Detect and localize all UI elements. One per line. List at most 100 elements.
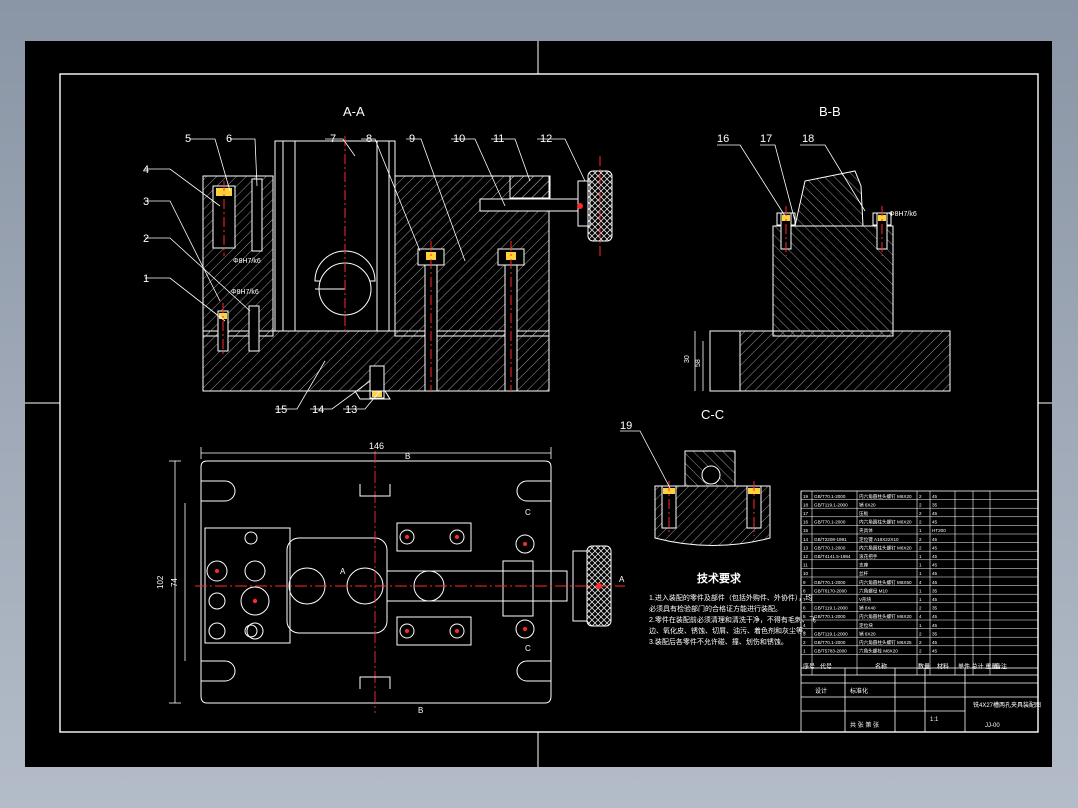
assembly-drawing: A-A	[25, 41, 1052, 767]
tech-req-line-2: 必须具有检验部门的合格证方能进行装配。	[649, 604, 782, 613]
section-cc-view: C-C 19	[620, 407, 771, 546]
parts-cell-no: 4	[803, 623, 806, 628]
parts-cell-no: 16	[803, 520, 809, 525]
parts-cell-qty: 4	[919, 580, 922, 585]
mark-b-top: B	[405, 452, 410, 461]
parts-cell-qty: 2	[919, 631, 922, 636]
parts-cell-qty: 2	[919, 494, 922, 499]
parts-cell-name: 销 6X20	[859, 630, 876, 637]
section-bb-title: B-B	[819, 104, 841, 119]
balloon-3: 3	[143, 196, 149, 208]
dim-top-width: 146	[369, 441, 384, 451]
parts-header-cell: 名称	[875, 662, 887, 670]
parts-header-cell: 材料	[937, 662, 949, 670]
fit-note-1: Φ8H7/k6	[233, 258, 261, 265]
fit-note-3: Φ8H7/k6	[889, 211, 917, 218]
parts-cell-name: 内六角圆柱头螺钉 M6X20	[859, 519, 912, 526]
parts-cell-no: 18	[803, 502, 809, 507]
parts-cell-no: 2	[803, 640, 806, 645]
balloon-4: 4	[143, 164, 149, 176]
parts-cell-mat: 45	[932, 649, 938, 654]
parts-cell-mat: 45	[932, 554, 938, 559]
parts-cell-qty: 2	[919, 537, 922, 542]
balloon-10: 10	[453, 133, 465, 145]
tech-req-line-4: 边、氧化皮、锈蚀、切屑、油污、着色剂和灰尘等。	[649, 626, 810, 635]
parts-cell-mat: 35	[932, 631, 938, 636]
parts-cell-mat: 45	[932, 494, 938, 499]
parts-cell-qty: 2	[919, 511, 922, 516]
parts-cell-name: 内六角圆柱头螺钉 M6X20	[859, 544, 912, 551]
balloon-15: 15	[275, 404, 287, 416]
tb-drawing-name: 铣4X27槽两孔夹具装配图	[973, 701, 1041, 709]
tech-req-line-5: 3.装配后各零件不允许碰、撞、划伤和锈蚀。	[649, 637, 788, 646]
tb-scale: 1:1	[930, 717, 939, 723]
parts-cell-qty: 1	[919, 597, 922, 602]
tb-design: 设计	[815, 687, 827, 695]
drawing-frame	[25, 41, 1052, 767]
parts-cell-name: 六角螺母 M10	[859, 587, 888, 594]
parts-header-cell: 代号	[820, 662, 832, 670]
parts-cell-name: 销 8X40	[859, 605, 876, 612]
balloon-9: 9	[409, 133, 415, 145]
dim-bb-58: 58	[695, 359, 702, 367]
parts-cell-mat: 45	[932, 511, 938, 516]
parts-cell-std: GB/T2208-1991	[814, 537, 847, 542]
parts-cell-no: 9	[803, 580, 806, 585]
dim-left-inner: 74	[170, 578, 179, 587]
parts-cell-mat: 45	[932, 623, 938, 628]
parts-cell-mat: 45	[932, 571, 938, 576]
parts-cell-name: 压板	[859, 510, 869, 517]
parts-cell-qty: 2	[919, 520, 922, 525]
balloon-13: 13	[345, 404, 357, 416]
parts-cell-name: 滚花把手	[859, 553, 878, 560]
mark-a-left: A	[340, 567, 346, 576]
balloon-19: 19	[620, 420, 632, 432]
balloon-17: 17	[760, 133, 772, 145]
plan-view-labels: 146 102 74 A A B B C C	[156, 441, 625, 715]
balloon-16: 16	[717, 133, 729, 145]
parts-cell-name: 支座	[859, 562, 869, 569]
parts-cell-qty: 1	[919, 563, 922, 568]
dim-left-height: 102	[156, 575, 165, 589]
parts-cell-mat: 45	[932, 545, 938, 550]
parts-cell-std: GB/T70.1-2000	[814, 545, 846, 550]
parts-cell-name: 六角头螺栓 M8X20	[859, 648, 898, 655]
mark-b-bottom: B	[418, 706, 423, 715]
fit-note-2: Φ8H7/k6	[231, 289, 259, 296]
parts-cell-no: 7	[803, 597, 806, 602]
parts-cell-std: GB/T70.1-2000	[814, 640, 846, 645]
parts-cell-name: 定位块	[859, 622, 873, 629]
balloon-18: 18	[802, 133, 814, 145]
parts-header-cell: 单件 总计 重量	[958, 662, 997, 670]
tb-sheet: 共 张 第 张	[850, 721, 879, 729]
tech-req-line-1: 1.进入装配的零件及部件（包括外购件、外协件），均	[649, 593, 812, 602]
tech-req-title: 技术要求	[697, 571, 742, 585]
section-aa-view: A-A	[143, 104, 613, 416]
parts-cell-qty: 1	[919, 623, 922, 628]
parts-cell-std: GB/T119.1-2000	[814, 606, 848, 611]
balloon-6: 6	[226, 133, 232, 145]
parts-cell-no: 10	[803, 571, 809, 576]
parts-cell-qty: 2	[919, 606, 922, 611]
parts-cell-qty: 2	[919, 545, 922, 550]
parts-cell-no: 13	[803, 545, 809, 550]
parts-cell-name: 丝杆	[859, 570, 869, 577]
balloon-14: 14	[312, 404, 324, 416]
parts-cell-no: 5	[803, 614, 806, 619]
parts-cell-std: GB/T70.1-2000	[814, 494, 846, 499]
dim-bb-30: 30	[684, 355, 691, 363]
parts-cell-mat: 45	[932, 580, 938, 585]
drawing-sheet: A-A	[25, 41, 1052, 767]
parts-cell-std: GB/T119.1-2000	[814, 502, 848, 507]
parts-cell-std: GB/T70.1-2000	[814, 580, 846, 585]
balloon-8: 8	[366, 133, 372, 145]
parts-cell-qty: 2	[919, 649, 922, 654]
parts-cell-std: GB/T4141.5-1984	[814, 554, 851, 559]
mark-c-bottom: C	[525, 644, 531, 653]
tb-standard: 标准化	[850, 687, 868, 695]
parts-cell-mat: 35	[932, 606, 938, 611]
balloon-11: 11	[493, 133, 504, 145]
balloon-5: 5	[185, 133, 191, 145]
parts-header-cell: 数量	[918, 662, 930, 670]
tech-req-line-3: 2.零件在装配前必须清理和清洗干净，不得有毛刺、飞	[649, 615, 816, 624]
